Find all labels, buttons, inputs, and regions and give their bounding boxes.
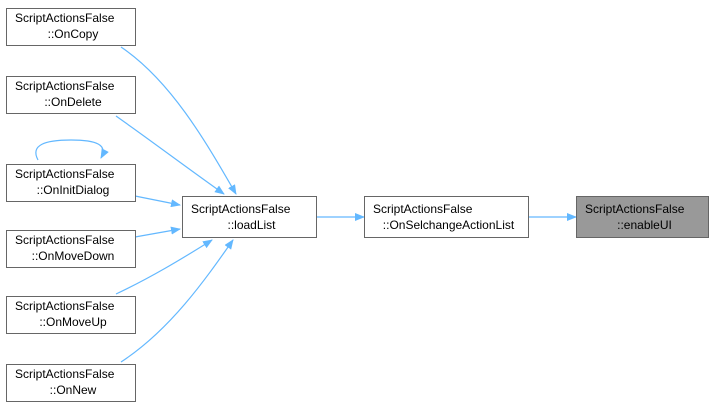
node-loadlist-class: ScriptActionsFalse — [191, 202, 291, 216]
node-onnew-method: ::OnNew — [49, 383, 97, 397]
node-oncopy[interactable]: ScriptActionsFalse ::OnCopy — [6, 8, 136, 46]
node-onnew-class: ScriptActionsFalse — [15, 367, 115, 381]
node-oninitdialog-method: ::OnInitDialog — [36, 183, 110, 197]
node-onmoveup[interactable]: ScriptActionsFalse ::OnMoveUp — [6, 296, 136, 334]
node-oninitdialog-class: ScriptActionsFalse — [15, 167, 115, 181]
edge-oncopy-to-loadlist — [120, 46, 237, 195]
node-onmovedown[interactable]: ScriptActionsFalse ::OnMoveDown — [6, 230, 136, 268]
node-onselchange-class: ScriptActionsFalse — [373, 202, 473, 216]
node-onmovedown-method: ::OnMoveDown — [31, 249, 115, 263]
node-oncopy-method: ::OnCopy — [47, 27, 99, 41]
edge-oninitdialog-to-loadlist — [134, 195, 181, 208]
edge-onnew-to-loadlist — [120, 239, 234, 363]
node-ondelete-method: ::OnDelete — [44, 95, 102, 109]
node-oncopy-class: ScriptActionsFalse — [15, 11, 115, 25]
node-onselchange-method: ::OnSelchangeActionList — [382, 218, 515, 232]
node-onmoveup-class: ScriptActionsFalse — [15, 299, 115, 313]
edge-onmoveup-to-loadlist — [115, 239, 213, 295]
node-ondelete-class: ScriptActionsFalse — [15, 79, 115, 93]
node-enableui-method: ::enableUI — [617, 218, 672, 232]
node-enableui-class: ScriptActionsFalse — [585, 202, 685, 216]
edge-onmovedown-to-loadlist — [134, 226, 181, 238]
node-loadlist[interactable]: ScriptActionsFalse ::loadList — [182, 196, 317, 238]
node-onmovedown-class: ScriptActionsFalse — [15, 233, 115, 247]
edge-oninitdialog-self-loop — [35, 139, 109, 161]
node-onnew[interactable]: ScriptActionsFalse ::OnNew — [6, 364, 136, 402]
node-onselchangeactionlist[interactable]: ScriptActionsFalse ::OnSelchangeActionLi… — [364, 196, 529, 238]
node-onmoveup-method: ::OnMoveUp — [39, 315, 107, 329]
node-ondelete[interactable]: ScriptActionsFalse ::OnDelete — [6, 76, 136, 114]
node-oninitdialog[interactable]: ScriptActionsFalse ::OnInitDialog — [6, 164, 136, 202]
node-enableui-current: ScriptActionsFalse ::enableUI — [576, 196, 709, 238]
edge-ondelete-to-loadlist — [115, 115, 225, 195]
node-loadlist-method: ::loadList — [227, 218, 276, 232]
